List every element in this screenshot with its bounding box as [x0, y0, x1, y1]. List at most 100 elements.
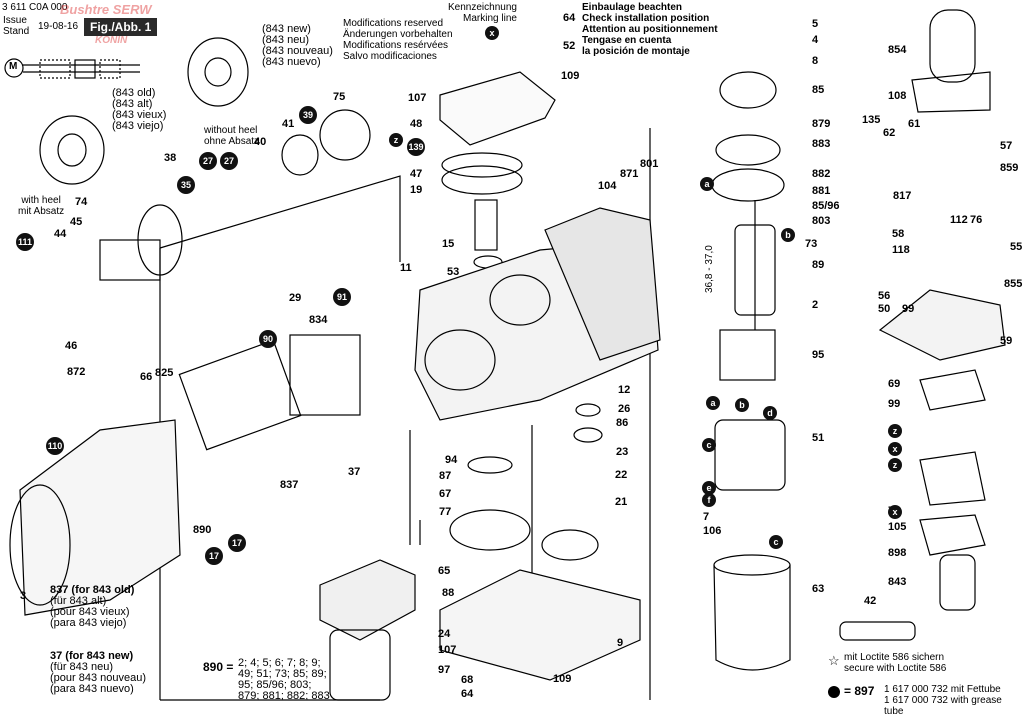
note-837: 837 (for 843 old)(für 843 alt) (pour 843…	[50, 584, 135, 629]
part-label: 76	[970, 214, 983, 226]
part-label: 52	[563, 40, 576, 52]
letter-marker: z	[389, 133, 403, 147]
note-37: 37 (for 843 new)(für 843 neu) (pour 843 …	[50, 650, 147, 695]
letter-marker: b	[735, 398, 749, 412]
part-label: 898	[888, 547, 907, 559]
motor-symbol: M	[9, 61, 18, 72]
part-label: 94	[445, 454, 458, 466]
circle-marker: 17	[205, 547, 223, 565]
part-label: 879	[812, 118, 831, 130]
circle-marker: 110	[46, 437, 64, 455]
part-label: 55	[1010, 241, 1023, 253]
part-label: 26	[618, 403, 631, 415]
part-label: 45	[70, 216, 83, 228]
kit-890-list: 2; 4; 5; 6; 7; 8; 9;49; 51; 73; 85; 89; …	[238, 657, 330, 702]
part-label: 64	[461, 688, 474, 700]
part-label: 109	[561, 70, 580, 82]
part-label: 88	[442, 587, 455, 599]
part-label: 37	[348, 466, 361, 478]
grease-dot-icon	[828, 686, 840, 698]
letter-marker: a	[706, 396, 720, 410]
part-label: 109	[553, 673, 572, 685]
part-label: 107	[438, 644, 457, 656]
part-label: 87	[439, 470, 452, 482]
part-label: 69	[888, 378, 901, 390]
circle-marker: 90	[259, 330, 277, 348]
part-label: 75	[333, 91, 346, 103]
variant-new-note: (843 new)(843 neu) (843 nouveau)(843 nue…	[262, 23, 333, 68]
circle-marker: 27	[199, 152, 217, 170]
issue-label: Issue	[3, 15, 27, 26]
circle-marker: 91	[333, 288, 351, 306]
variant-old-note: (843 old)(843 alt) (843 vieux)(843 viejo…	[112, 87, 167, 132]
letter-marker: z	[888, 458, 902, 472]
part-label: 15	[442, 238, 455, 250]
letter-marker: x	[485, 26, 499, 40]
part-label: 882	[812, 168, 831, 180]
dimension-label: 36,8 - 37,0	[704, 245, 715, 293]
part-label: 63	[812, 583, 825, 595]
part-label: 56	[878, 290, 891, 302]
part-label: 77	[439, 506, 452, 518]
part-label: 12	[618, 384, 631, 396]
part-label: 29	[289, 292, 302, 304]
part-label: 59	[1000, 335, 1013, 347]
part-label: 24	[438, 628, 451, 640]
letter-marker: c	[769, 535, 783, 549]
part-label: 95	[812, 349, 825, 361]
letter-marker: a	[700, 177, 714, 191]
part-label: 57	[1000, 140, 1013, 152]
part-label: 11	[400, 262, 412, 274]
part-label: 64	[563, 12, 576, 24]
part-label: 9	[617, 637, 624, 649]
part-label: 99	[888, 398, 901, 410]
star-icon: ☆	[828, 653, 840, 668]
part-label: 3	[20, 590, 27, 602]
doc-number: 3 611 C0A 000	[2, 2, 68, 13]
part-label: 881	[812, 185, 831, 197]
letter-marker: f	[702, 493, 716, 507]
part-label: 112	[950, 214, 968, 226]
watermark-secondary: KONIN	[95, 35, 128, 46]
part-label: 859	[1000, 162, 1019, 174]
part-label: 85	[812, 84, 825, 96]
part-label: 61	[908, 118, 921, 130]
letter-marker: d	[763, 406, 777, 420]
part-label: 89	[812, 259, 825, 271]
circle-marker: 17	[228, 534, 246, 552]
circle-marker: 27	[220, 152, 238, 170]
watermark: Bushtre SERW	[60, 2, 152, 17]
part-label: 2	[812, 299, 819, 311]
part-label: 803	[812, 215, 831, 227]
part-label: 108	[888, 90, 907, 102]
part-label: 97	[438, 664, 451, 676]
part-label: 67	[439, 488, 452, 500]
part-label: 7	[703, 511, 710, 523]
part-label: 825	[155, 367, 174, 379]
part-label: 48	[410, 118, 423, 130]
part-label: 50	[878, 303, 891, 315]
part-label: 118	[892, 244, 910, 256]
circle-marker: 35	[177, 176, 195, 194]
part-label: 817	[893, 190, 912, 202]
part-label: 843	[888, 576, 907, 588]
circle-marker: 39	[299, 106, 317, 124]
letter-marker: x	[888, 442, 902, 456]
letter-marker: x	[888, 505, 902, 519]
part-label: 46	[65, 340, 78, 352]
part-label: 5	[812, 18, 819, 30]
circle-marker: 111	[16, 233, 34, 251]
letter-marker: e	[702, 481, 716, 495]
figure-label: Fig./Abb. 1	[84, 18, 158, 36]
part-label: 42	[864, 595, 877, 607]
part-label: 68	[461, 674, 474, 686]
part-label: 19	[410, 184, 423, 196]
part-label: 107	[408, 92, 427, 104]
part-label: 872	[67, 366, 86, 378]
part-label: 21	[615, 496, 628, 508]
